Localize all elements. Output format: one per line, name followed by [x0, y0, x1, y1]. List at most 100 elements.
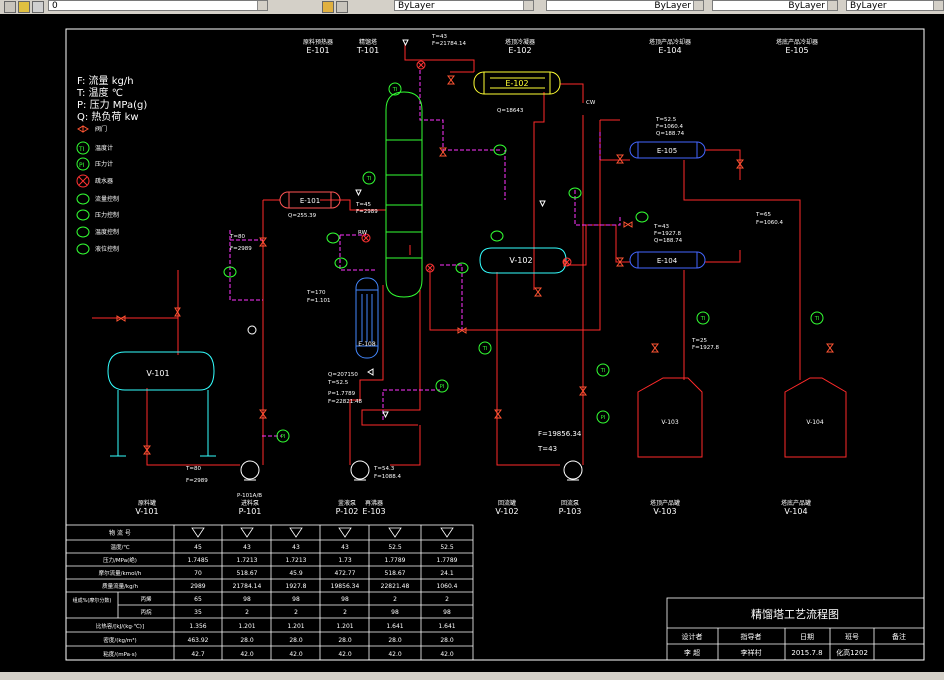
layer-prev-icon[interactable]	[336, 1, 348, 13]
valve-17	[494, 409, 502, 419]
legend: F: 流量 kg/h T: 温度 ℃ P: 压力 MPa(g) Q: 热负荷 k…	[76, 74, 147, 123]
stream-table	[65, 524, 474, 661]
table-row-label: 温度/℃	[110, 543, 129, 551]
pump-p103-icon	[563, 460, 583, 480]
pc-top-icon	[493, 144, 507, 156]
valve-16	[579, 386, 587, 396]
sun-icon[interactable]	[18, 1, 30, 13]
ann-feed-f: F=2989	[230, 246, 252, 252]
vessel-v102: V-102	[479, 247, 567, 274]
table-row-label: 丙烯	[140, 595, 152, 603]
table-cell: 1.356	[189, 623, 206, 630]
e101-name: 原料预热器	[303, 38, 333, 46]
table-cell: 1.7213	[237, 557, 258, 564]
legend-pressure-label: 压力计	[95, 160, 113, 168]
color-combo[interactable]: ByLayer	[394, 0, 534, 11]
table-cell: 518.67	[385, 570, 406, 577]
table-cell: 42.7	[191, 651, 205, 658]
svg-text:TI: TI	[482, 346, 488, 352]
table-cell: 35	[194, 609, 202, 616]
table-cell: 1.201	[238, 623, 255, 630]
drawing-border	[65, 28, 925, 661]
legend-temp-label: 温度计	[95, 144, 113, 152]
svg-text:TI: TI	[392, 87, 398, 93]
layer-combo[interactable]: 0	[48, 0, 268, 11]
pfd-drawing: F: 流量 kg/h T: 温度 ℃ P: 压力 MPa(g) Q: 热负荷 k…	[65, 28, 925, 661]
drawing-canvas[interactable]: F: 流量 kg/h T: 温度 ℃ P: 压力 MPa(g) Q: 热负荷 k…	[0, 14, 944, 680]
lc-column-icon	[334, 257, 348, 269]
valve-13	[736, 159, 744, 169]
linetype-combo[interactable]: ByLayer	[546, 0, 704, 11]
ann-e102-q: Q=18643	[497, 108, 524, 114]
ann-cw: CW	[586, 100, 596, 106]
v103-name: 塔顶产品罐	[650, 499, 680, 507]
ann-e108-f: F=22821.48	[328, 399, 363, 405]
valve-1	[116, 315, 126, 322]
ti-v103-icon	[696, 311, 710, 325]
autocad-toolbar: 0 ByLayer ByLayer ByLayer ByLayer	[0, 0, 944, 15]
ann-e104-t: T=43	[653, 224, 669, 230]
table-cell: 28.0	[440, 637, 454, 644]
lock-icon[interactable]	[32, 1, 44, 13]
ann-top-f: F=21784.14	[432, 41, 467, 47]
legend-unit-q: Q: 热负荷 kw	[77, 110, 139, 123]
table-cell: 1.7789	[437, 557, 458, 564]
tb-advisor: 李祥村	[741, 648, 762, 657]
e105-tag: E-105	[785, 46, 808, 55]
table-cell: 1.641	[386, 623, 403, 630]
table-cell: 45	[194, 544, 202, 551]
table-cell: 1.7213	[286, 557, 307, 564]
ann-e104-q: Q=188.74	[654, 238, 683, 244]
svg-text:TI: TI	[600, 368, 606, 374]
pumps	[240, 460, 583, 481]
pi-reflux-icon	[596, 410, 610, 424]
plotstyle-combo[interactable]: ByLayer	[846, 0, 944, 11]
ann-right-f: F=1060.4	[756, 220, 784, 226]
tb-remark-header: 备注	[892, 632, 906, 641]
e103-tag: E-103	[362, 507, 385, 516]
table-cell: 65	[194, 596, 202, 603]
table-row-label: 密度/(kg/m³)	[103, 636, 136, 644]
p101-tag: P-101	[239, 507, 262, 516]
ann-right-t: T=65	[755, 212, 771, 218]
ann-e108-q: Q=207150	[328, 372, 358, 378]
e103-name: 再沸器	[365, 499, 383, 507]
ti-local-icon	[247, 325, 257, 335]
table-cell: 28.0	[388, 637, 402, 644]
layer-icon[interactable]	[4, 1, 16, 13]
drawing-title: 精馏塔工艺流程图	[751, 607, 839, 621]
ti-reflux-icon	[596, 363, 610, 377]
legend-valve-label: 阀门	[95, 125, 107, 133]
horizontal-scrollbar[interactable]	[0, 672, 944, 680]
lineweight-combo[interactable]: ByLayer	[712, 0, 838, 11]
title-block-text: 精馏塔工艺流程图 设计者 指导者 日期 班号 备注 李 超 李祥村 2015.7…	[682, 607, 907, 657]
e105-name: 塔底产品冷却器	[776, 38, 818, 46]
tank-v104: V-104	[784, 377, 847, 458]
tb-designer-header: 设计者	[682, 632, 703, 641]
e105-label: E-105	[657, 147, 677, 155]
ti-btm-icon	[478, 341, 492, 355]
svg-text:PI: PI	[79, 162, 85, 169]
table-cell: 98	[341, 596, 349, 603]
table-cell: 42.0	[289, 651, 303, 658]
match-layer-icon[interactable]	[322, 1, 334, 13]
e101-tag: E-101	[306, 46, 329, 55]
pi-pump-icon	[276, 429, 290, 443]
table-cell: 45.9	[289, 570, 303, 577]
v101-tag: V-101	[135, 507, 158, 516]
legend-lc-label: 液位控制	[95, 245, 119, 253]
v102-tag: V-102	[495, 507, 518, 516]
tc-e104-icon	[635, 211, 649, 223]
tb-advisor-header: 指导者	[741, 632, 762, 641]
valve-5	[143, 445, 151, 455]
ann-pump-f: F=2989	[186, 478, 208, 484]
v101-name: 原料罐	[138, 499, 156, 507]
table-cell: 2	[294, 609, 298, 616]
v103-label: V-103	[661, 419, 679, 426]
tb-class-header: 班号	[845, 632, 859, 641]
table-cell: 21784.14	[233, 583, 262, 590]
table-cell: 463.92	[188, 637, 209, 644]
table-cell: 98	[391, 609, 399, 616]
p101-name: 进料泵	[241, 499, 259, 507]
